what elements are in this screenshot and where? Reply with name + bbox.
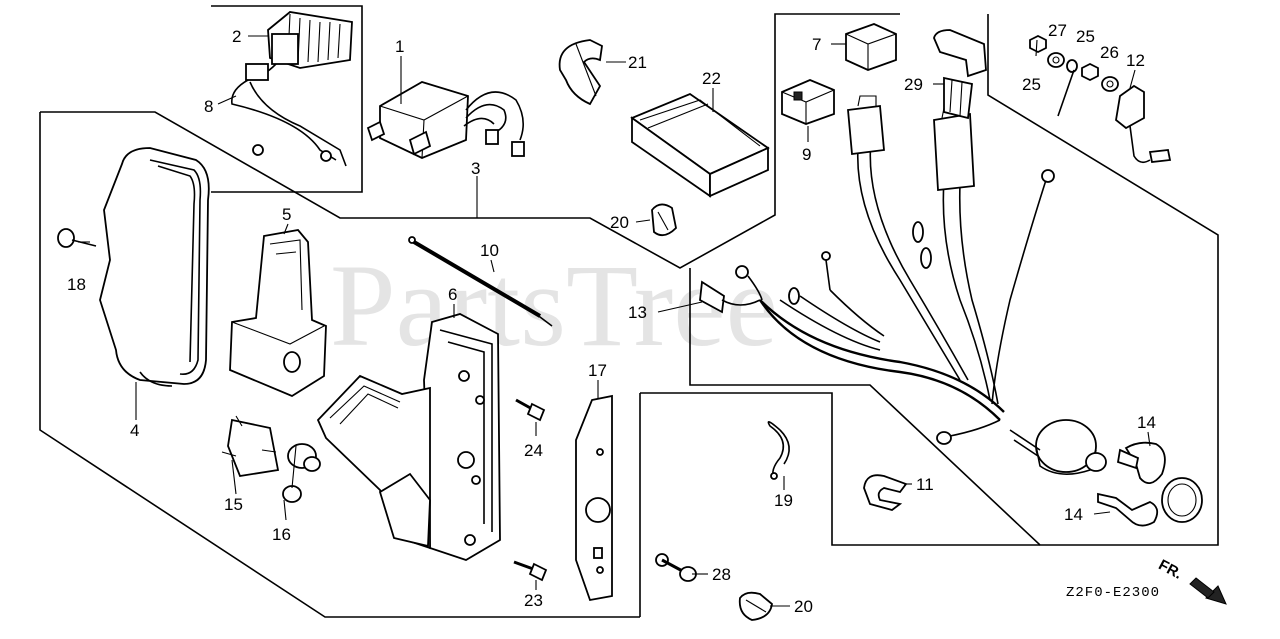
label-part-26: 26 (1100, 43, 1119, 62)
label-part-10: 10 (480, 241, 499, 260)
front-marker-text: FR. (1156, 556, 1185, 582)
control-panel-part (316, 313, 501, 561)
pad-part (630, 92, 770, 198)
gasket-part (575, 394, 613, 602)
key-switch-part (1009, 419, 1203, 527)
label-part-18: 18 (67, 275, 86, 294)
clamp-part-lower (738, 591, 773, 621)
label-part-25-upper: 25 (1076, 27, 1095, 46)
clip-part-11 (863, 474, 908, 511)
label-part-19: 19 (774, 491, 793, 510)
regulator-part (231, 11, 353, 167)
leader-lines (78, 35, 1151, 607)
watermark-text: PartsTree (330, 240, 778, 371)
label-part-29: 29 (904, 75, 923, 94)
label-part-22: 22 (702, 69, 721, 88)
front-direction-arrow (1189, 577, 1227, 605)
bolt-part-18 (57, 228, 97, 248)
label-part-20-lower: 20 (794, 597, 813, 616)
rod-part (408, 236, 553, 327)
label-part-15: 15 (224, 495, 243, 514)
relay-part-7 (845, 23, 897, 71)
label-part-17: 17 (588, 361, 607, 380)
bracket-part-5 (229, 229, 327, 398)
label-part-5: 5 (282, 205, 291, 224)
clamp-part-upper (651, 203, 677, 237)
switch-part-15 (221, 415, 280, 478)
screw-part-24 (515, 398, 546, 422)
label-part-1: 1 (395, 37, 404, 56)
label-part-28: 28 (712, 565, 731, 584)
part-labels: 2 8 1 21 22 3 20 9 7 29 27 25 26 12 25 1… (67, 21, 1156, 616)
screw-part-23 (513, 560, 548, 582)
diagram-code: Z2F0-E2300 (1066, 585, 1160, 601)
connector-part-9 (781, 79, 835, 125)
label-part-9: 9 (802, 145, 811, 164)
label-part-11: 11 (916, 475, 934, 494)
label-part-21: 21 (628, 53, 647, 72)
clip-part (558, 39, 603, 106)
label-part-23: 23 (524, 591, 543, 610)
cover-part (99, 147, 210, 387)
group-outlines (39, 5, 1219, 618)
label-part-14-upper: 14 (1137, 413, 1156, 432)
label-part-16: 16 (272, 525, 291, 544)
label-part-7: 7 (812, 35, 821, 54)
label-part-24: 24 (524, 441, 543, 460)
label-part-25-lower: 25 (1022, 75, 1041, 94)
fuse-cover-part (933, 29, 987, 120)
label-part-27: 27 (1048, 21, 1067, 40)
label-part-12: 12 (1126, 51, 1145, 70)
label-part-6: 6 (448, 285, 457, 304)
label-part-4: 4 (130, 421, 139, 440)
label-part-3: 3 (471, 159, 480, 178)
hardware-parts (1029, 34, 1119, 117)
wiring-harness-part (699, 95, 1055, 445)
switch-part-16 (282, 443, 321, 503)
band-part (767, 421, 790, 480)
label-part-14-lower: 14 (1064, 505, 1083, 524)
label-part-13: 13 (628, 303, 647, 322)
label-part-20-upper: 20 (610, 213, 629, 232)
label-part-8: 8 (204, 97, 213, 116)
bolt-part-28 (655, 553, 697, 582)
control-box-part (366, 81, 525, 159)
sensor-part-12 (1115, 84, 1172, 164)
label-part-2: 2 (232, 27, 241, 46)
